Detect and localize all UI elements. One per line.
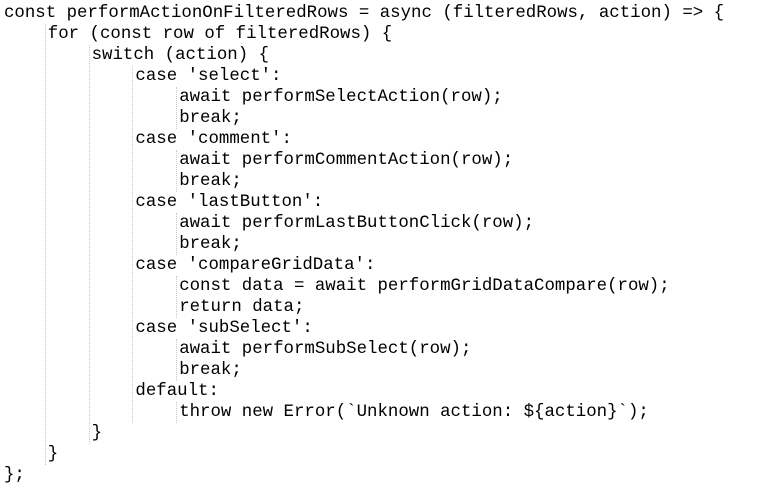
code-line: case 'compareGridData': [135,256,376,275]
code-line: const data = await performGridDataCompar… [179,277,670,296]
code-line: case 'comment': [135,130,292,149]
indent-guide [176,339,178,381]
code-line: break; [179,235,242,254]
indent-guide [176,87,178,129]
code-line: const performActionOnFilteredRows = asyn… [4,4,725,23]
code-line: throw new Error(`Unknown action: ${actio… [179,403,649,422]
code-line: } [91,424,103,443]
code-line: case 'subSelect': [135,319,313,338]
code-line: }; [4,466,25,485]
code-line: default: [135,382,219,401]
code-line: for (const row of filteredRows) { [47,25,393,44]
indent-guide [132,66,134,423]
code-line: break; [179,172,242,191]
code-line: break; [179,361,242,380]
code-line: case 'select': [135,67,282,86]
code-line: await performSelectAction(row); [179,88,503,107]
indent-guide [176,276,178,318]
indent-guide [176,150,178,192]
code-line: } [47,445,59,464]
code-line: await performSubSelect(row); [179,340,472,359]
code-line: return data; [179,298,305,317]
code-line: await performCommentAction(row); [179,151,514,170]
code-line: break; [179,109,242,128]
code-line: switch (action) { [91,46,270,65]
indent-guide [88,45,90,444]
indent-guide [176,213,178,255]
code-line: await performLastButtonClick(row); [179,214,535,233]
indent-guide [176,402,178,423]
indent-guide [44,24,46,465]
code-line: case 'lastButton': [135,193,324,212]
